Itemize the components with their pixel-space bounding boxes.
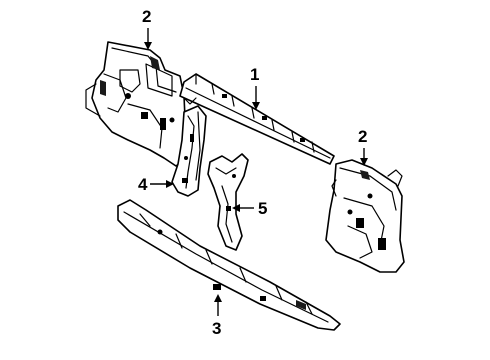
callout-2-right: 2 — [358, 127, 368, 166]
callout-2-right-label: 2 — [358, 127, 367, 146]
callout-2-left-label: 2 — [142, 7, 151, 26]
callout-5: 5 — [232, 199, 267, 218]
callout-1: 1 — [250, 65, 260, 110]
callout-3-label: 3 — [212, 319, 221, 338]
center-vertical-brace — [171, 105, 207, 197]
right-side-support-panel — [325, 159, 405, 273]
callout-4-label: 4 — [138, 175, 148, 194]
callout-5-label: 5 — [258, 199, 267, 218]
callout-1-label: 1 — [250, 65, 259, 84]
callout-2-left: 2 — [142, 7, 152, 50]
upper-tie-bar — [179, 73, 335, 165]
hood-latch-support — [207, 153, 249, 251]
left-side-support-panel — [85, 41, 187, 167]
callout-4: 4 — [138, 175, 174, 194]
callout-3: 3 — [212, 294, 222, 338]
lower-tie-bar — [117, 199, 341, 331]
